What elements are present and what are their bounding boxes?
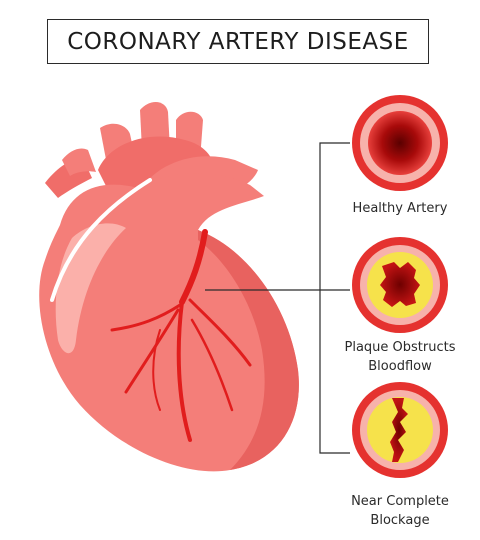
artery-branch-mid: [124, 308, 180, 394]
title-box: CORONARY ARTERY DISEASE: [47, 19, 429, 64]
caption-blockage-line1: Near Complete: [351, 494, 449, 509]
blocked-artery-icon: [352, 382, 448, 478]
caption-healthy-line1: Healthy Artery: [352, 201, 448, 216]
bracket-line: [319, 142, 350, 454]
chamber-line: [50, 178, 152, 302]
artery-main: [179, 229, 208, 305]
caption-blockage: Near Complete Blockage: [325, 492, 475, 530]
caption-blockage-line2: Blockage: [370, 513, 430, 528]
narrow-lumen: [390, 398, 408, 462]
caption-plaque-line2: Bloodflow: [368, 359, 432, 374]
caption-plaque-line1: Plaque Obstructs: [344, 340, 456, 355]
caption-plaque: Plaque Obstructs Bloodflow: [325, 338, 475, 376]
artery-branch-down: [176, 300, 192, 442]
artery-branch-left: [110, 303, 182, 332]
coronary-arteries: [110, 229, 252, 442]
heart-shadow: [198, 230, 299, 470]
artery-branch-right-2: [190, 318, 234, 412]
caption-healthy: Healthy Artery: [325, 199, 475, 218]
vessel-left-back-2: [62, 148, 96, 176]
heart-illustration: [39, 101, 299, 472]
page-title: CORONARY ARTERY DISEASE: [67, 28, 409, 55]
plaque-artery-icon: [352, 237, 448, 333]
artery-branch-small: [152, 329, 161, 411]
artery-branch-right: [188, 298, 252, 367]
healthy-artery-icon: [352, 95, 448, 191]
connector-lines: [205, 142, 350, 454]
partial-lumen: [380, 262, 420, 307]
